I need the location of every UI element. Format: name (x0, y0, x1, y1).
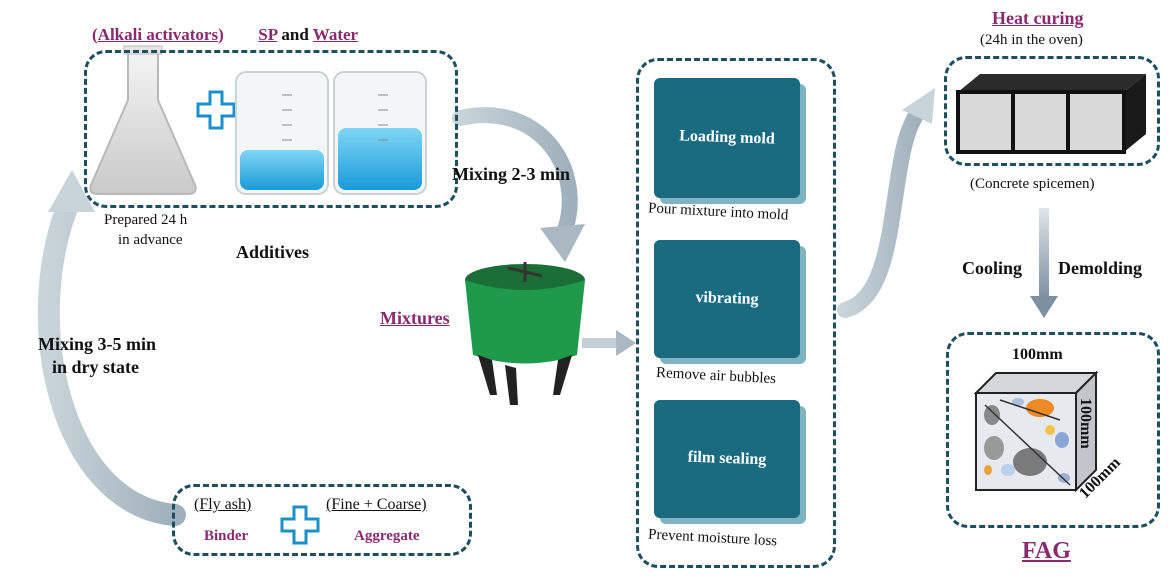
casting-panel-label: Loading mold (678, 127, 776, 148)
specimen-caption: (Concrete spicemen) (970, 176, 1095, 192)
cooling-label: Cooling (962, 258, 1023, 278)
plus-icon-materials (280, 505, 320, 545)
flask-caption-line2: in advance (118, 232, 183, 248)
cube-box (946, 332, 1160, 528)
casting-panel-label: film sealing (687, 448, 767, 469)
casting-box (636, 58, 836, 568)
additives-header: (Alkali activators) SP and Water (92, 25, 359, 44)
additives-box (84, 50, 458, 208)
mixing-dry-line2: in dry state (52, 357, 139, 377)
flask-caption-line1: Prepared 24 h (104, 212, 188, 228)
additives-label: Additives (236, 242, 310, 262)
casting-panel-film-sealing: film sealing (654, 400, 800, 518)
plus-icon-additives (196, 90, 236, 130)
cube-dim-side: 100mm (1077, 398, 1094, 449)
raw-materials-box (172, 484, 472, 556)
mixtures-label: Mixtures (380, 308, 450, 328)
beaker-icon-sp (235, 71, 329, 195)
casting-panel-loading-mold: Loading mold (654, 78, 800, 198)
beaker-icon-water (333, 71, 427, 195)
casting-panel-label: vibrating (695, 288, 759, 309)
heat-curing-subtitle: (24h in the oven) (980, 32, 1083, 48)
casting-to-curing-arrow (837, 102, 928, 318)
water-label: Water (312, 25, 359, 44)
mixer-icon (465, 262, 585, 405)
aggregate-spec-label: (Fine + Coarse) (326, 496, 427, 513)
dry-mix-arrow (37, 189, 186, 526)
heat-curing-title: Heat curing (992, 8, 1084, 28)
concrete-cube-icon (973, 370, 1099, 493)
fag-label: FAG (1022, 538, 1071, 564)
demolding-label: Demolding (1058, 258, 1143, 278)
sp-label: SP (258, 25, 278, 44)
cooling-down-arrow (1039, 208, 1049, 298)
mixing-wet-label: Mixing 2-3 min (452, 164, 571, 184)
alkali-activators-label: Alkali activators (97, 25, 219, 44)
cube-dim-top: 100mm (1012, 346, 1063, 363)
casting-panel-vibrating: vibrating (654, 240, 800, 358)
wet-mix-arrow (452, 107, 578, 238)
flyash-label: (Fly ash) (194, 496, 252, 513)
mixing-dry-line1: Mixing 3-5 min (38, 334, 157, 354)
mixer-to-casting-arrow (582, 338, 618, 348)
binder-label: Binder (204, 528, 249, 544)
mold-icon (956, 74, 1146, 154)
aggregate-label: Aggregate (354, 528, 420, 544)
curing-box (944, 56, 1160, 166)
